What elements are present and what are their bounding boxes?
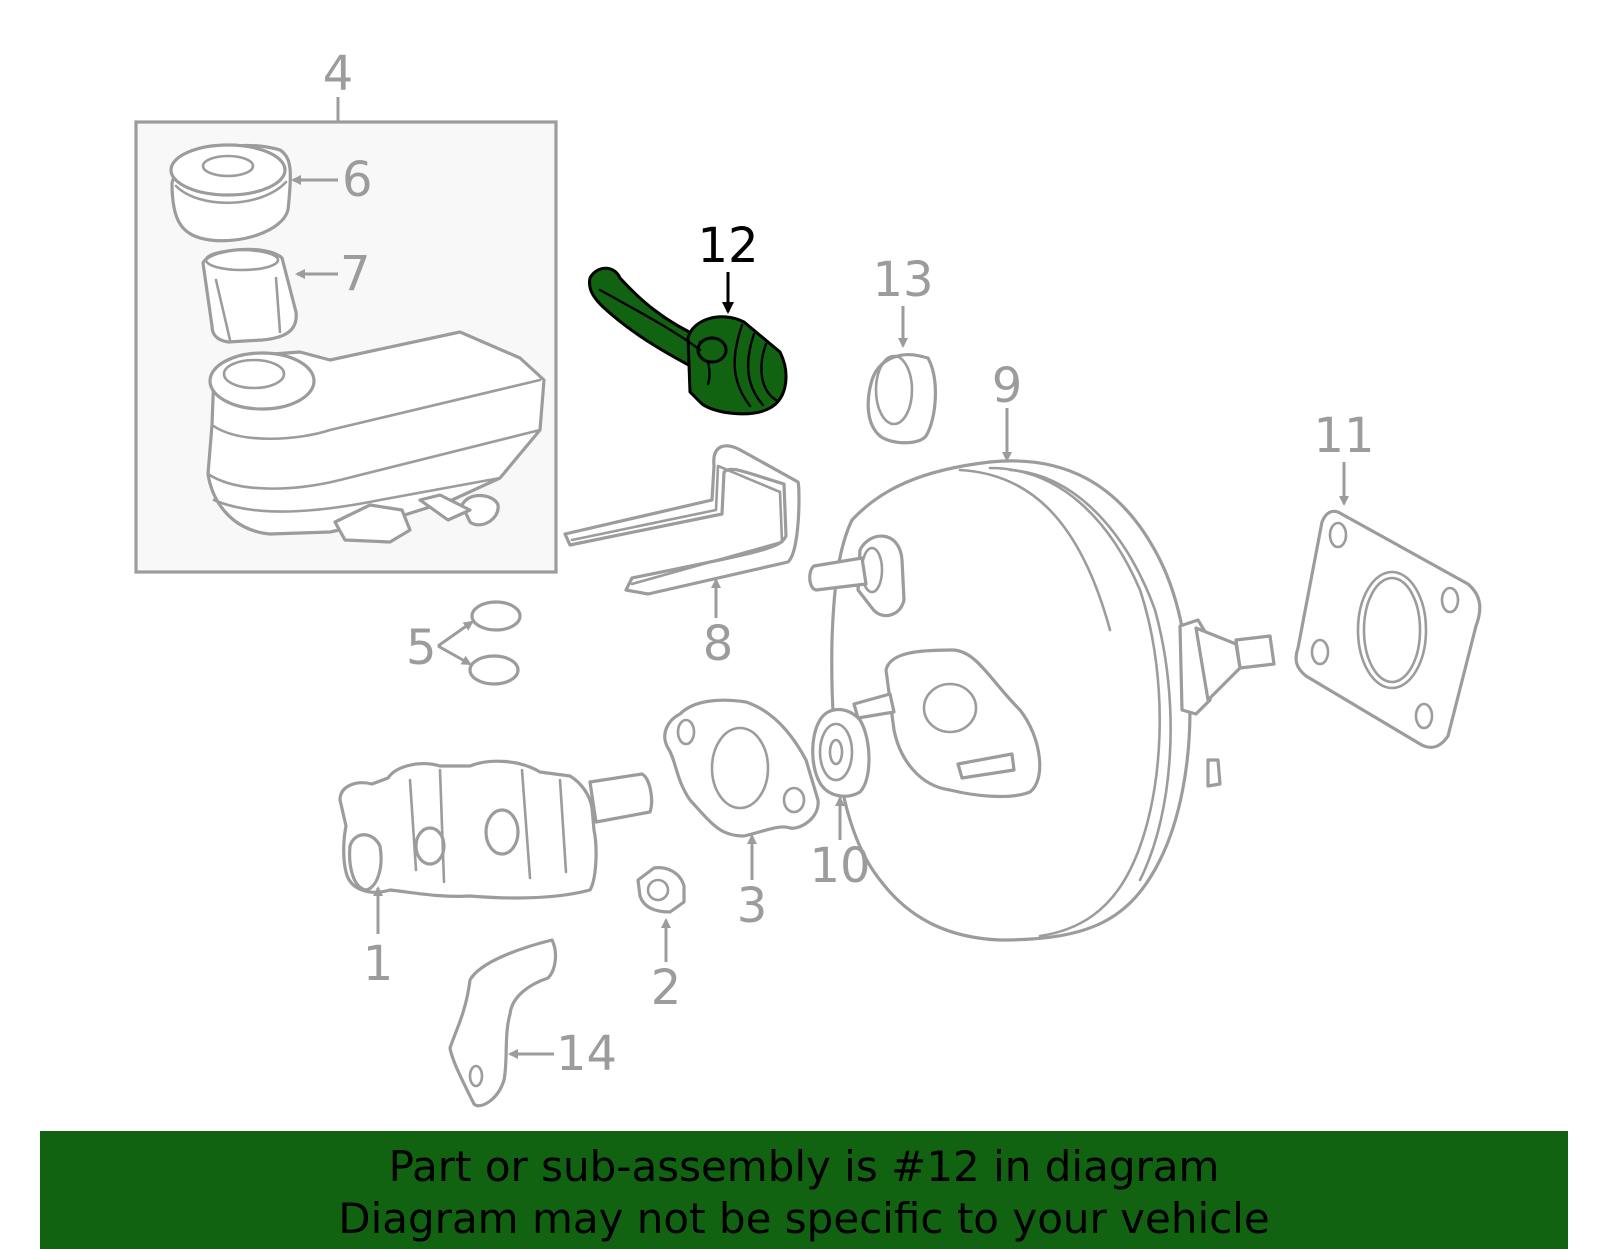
part-11-booster-gasket[interactable] xyxy=(1294,462,1482,749)
part-3-master-cylinder-gasket[interactable] xyxy=(663,698,820,880)
part-14-bracket[interactable] xyxy=(448,938,558,1108)
part-9-brake-booster[interactable] xyxy=(808,408,1276,942)
callout-label-6: 6 xyxy=(342,152,373,208)
part-6-reservoir-cap[interactable] xyxy=(169,143,338,243)
part-7-strainer[interactable] xyxy=(201,247,338,344)
part-1-master-cylinder[interactable] xyxy=(338,759,654,934)
info-banner: Part or sub-assembly is #12 in diagram D… xyxy=(40,1131,1568,1249)
callout-label-2: 2 xyxy=(651,960,682,1016)
callout-label-12: 12 xyxy=(697,218,758,274)
part-2-nut[interactable] xyxy=(636,866,686,962)
callout-label-3: 3 xyxy=(737,878,768,934)
part-13-grommet[interactable] xyxy=(866,306,937,445)
part-5-o-rings[interactable] xyxy=(437,600,522,686)
callout-label-5: 5 xyxy=(406,620,437,676)
callout-label-8: 8 xyxy=(703,616,734,672)
callout-label-4: 4 xyxy=(323,46,354,102)
callout-label-11: 11 xyxy=(1313,408,1374,464)
banner-line-disclaimer: Diagram may not be specific to your vehi… xyxy=(338,1194,1270,1243)
callout-label-10: 10 xyxy=(809,838,870,894)
callout-label-1: 1 xyxy=(363,936,394,992)
callout-label-13: 13 xyxy=(872,252,933,308)
part-4-reservoir-assembly[interactable] xyxy=(134,97,558,574)
callout-label-9: 9 xyxy=(992,358,1023,414)
part-12-vacuum-check-valve-hose[interactable] xyxy=(588,266,788,416)
part-10-seal[interactable] xyxy=(811,707,871,841)
reservoir-tank xyxy=(206,330,546,544)
part-8-vacuum-pipe[interactable] xyxy=(563,444,801,618)
callout-label-14: 14 xyxy=(556,1026,617,1082)
banner-line-part-number: Part or sub-assembly is #12 in diagram xyxy=(388,1142,1220,1191)
callout-label-7: 7 xyxy=(340,246,371,302)
